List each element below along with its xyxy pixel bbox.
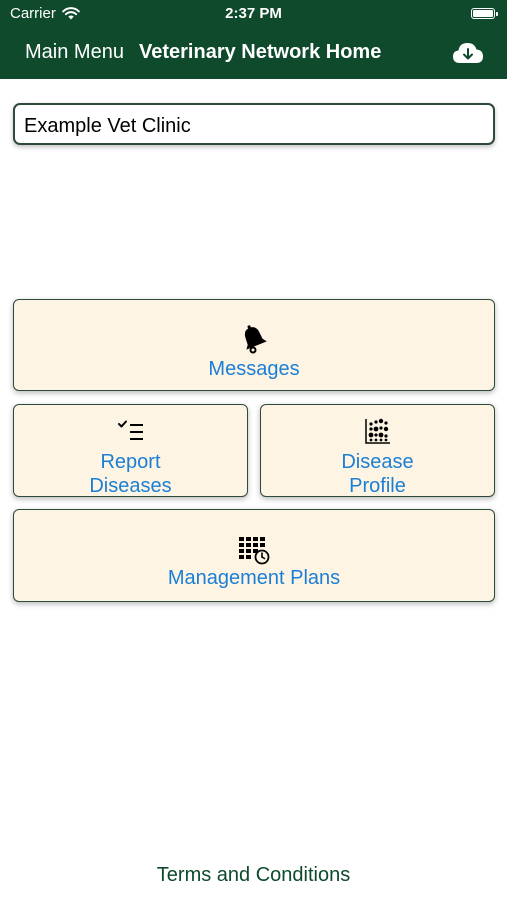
status-time: 2:37 PM <box>225 5 282 22</box>
management-plans-button[interactable]: Management Plans <box>13 509 495 602</box>
profile-label-line1: Disease <box>341 451 414 473</box>
messages-label: Messages <box>208 358 300 380</box>
main-menu-button[interactable]: Main Menu <box>25 41 124 63</box>
battery-icon <box>471 8 498 19</box>
disease-profile-button[interactable]: Disease Profile <box>260 404 495 497</box>
clinic-name-field: Example Vet Clinic <box>13 103 495 145</box>
management-plans-label: Management Plans <box>167 567 341 589</box>
bell-icon <box>244 325 267 354</box>
calendar-clock-icon <box>239 537 270 565</box>
dot-grid-icon <box>364 418 390 444</box>
carrier-label: Carrier <box>10 5 56 22</box>
header: Carrier 2:37 PM Main Menu Veterinary Net… <box>0 0 507 79</box>
messages-button[interactable]: Messages <box>13 299 495 391</box>
report-label-line2: Diseases <box>89 475 172 497</box>
report-diseases-button[interactable]: Report Diseases <box>13 404 248 497</box>
page-title: Veterinary Network Home <box>139 41 382 63</box>
status-bar: Carrier 2:37 PM <box>0 0 507 28</box>
status-carrier: Carrier <box>10 5 80 22</box>
profile-label-line2: Profile <box>349 475 406 497</box>
wifi-icon <box>62 7 80 20</box>
cloud-download-icon[interactable] <box>451 40 485 66</box>
checklist-icon <box>117 420 143 440</box>
nav-bar: Main Menu Veterinary Network Home <box>0 30 507 76</box>
report-label-line1: Report <box>100 451 161 473</box>
terms-and-conditions-link[interactable]: Terms and Conditions <box>156 864 351 886</box>
